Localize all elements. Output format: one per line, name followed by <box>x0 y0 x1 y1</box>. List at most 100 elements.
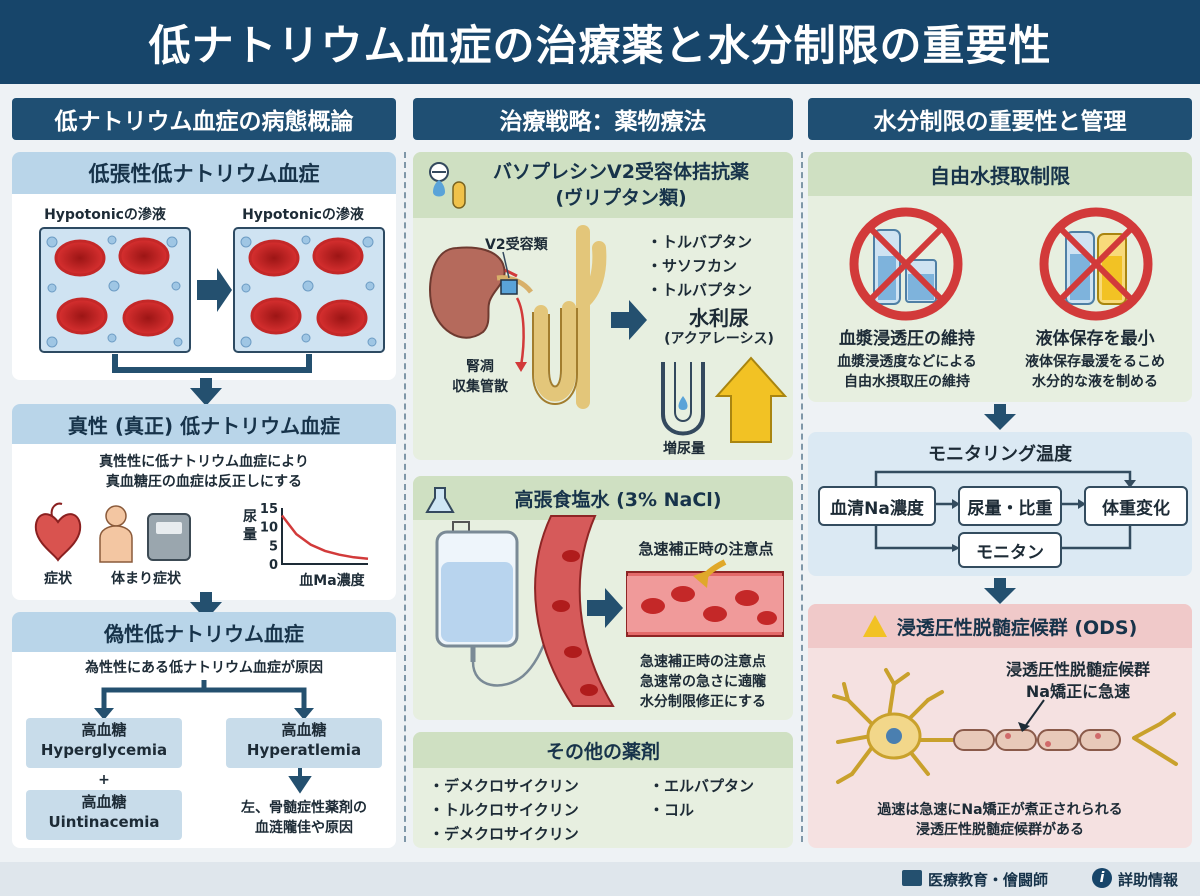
restriction-title: 自由水摂取制限 <box>808 152 1192 196</box>
column-separator <box>404 152 406 842</box>
saline-title: 高張食塩水 (3% NaCl) <box>514 488 722 511</box>
other-drugs-list-1: デメクロサイクリン トルクロサイクリン デメクロサイクリン <box>429 774 579 846</box>
kidney-label-2: 収集管散 <box>452 379 508 395</box>
warning-icon <box>862 615 887 637</box>
saline-note-2: 急速常の急さに遖隴 <box>640 674 766 690</box>
monitoring-title: モニタリング温度 <box>928 444 1072 465</box>
chart-axis <box>281 508 368 565</box>
pseudo-title: 偽性低ナトリウム血症 <box>12 612 396 652</box>
urine-increase-label: 増尿量 <box>663 441 705 457</box>
vaptan-title-2: (ヴリプタン類) <box>555 187 687 209</box>
page-title: 低ナトリウム血症の治療薬と水分制限の重要性 <box>148 20 1052 70</box>
pseudo-note-2: 血涟隴佳や原因 <box>255 820 353 836</box>
down-arrow <box>190 378 222 406</box>
saline-note-3: 水分制限修正にする <box>639 694 767 710</box>
saline-panel: 高張食塩水 (3% NaCl) <box>413 476 793 720</box>
monitor-box: モニタン <box>958 532 1062 568</box>
plasma-desc-1: 血漿浸透度などによる <box>837 354 977 370</box>
symptom-icons <box>34 502 191 563</box>
saline-illustration <box>425 487 784 707</box>
down-arrow <box>984 404 1016 430</box>
ods-label-1: 浸透圧性脱髄症候群 <box>1005 660 1150 679</box>
pseudo-desc: 為性性にある低ナトリウム血症が原因 <box>85 660 323 676</box>
urine-chart: 15 10 5 0 <box>260 502 369 573</box>
graduation-cap-icon <box>902 870 922 886</box>
drug-item: トルバプタン <box>647 230 752 254</box>
ods-header: 浸透圧性脱髄症候群 (ODS) <box>808 604 1192 648</box>
column-separator <box>801 152 803 842</box>
iv-bag-icon <box>435 521 553 687</box>
chart-tick-label: 10 <box>260 521 278 536</box>
vaptan-drug-list: トルバプタン サソフカン トルバプタン <box>647 230 752 302</box>
saline-note-1: 急速補正時の注意点 <box>640 654 766 670</box>
hypotonic-label-a: Hypotonicの滲液 <box>44 207 166 223</box>
drug-item: サソフカン <box>647 254 752 278</box>
kidney-label-1: 腎凋 <box>466 359 494 375</box>
cell-illustration <box>39 227 385 373</box>
pill-icon <box>429 162 466 209</box>
scale-icon <box>147 513 191 561</box>
drug-item: コル <box>649 798 754 822</box>
box2-line1: 高血糖 <box>81 793 127 811</box>
plasma-desc-2: 自由水摂取圧の維持 <box>844 374 970 390</box>
water-restriction-panel: 自由水摂取制限 血漿浸透圧の維持 血漿浸透度などによる 自由水摂取圧の維持 液体… <box>808 152 1192 402</box>
flask-icon <box>425 487 455 513</box>
aquaresis-subtitle: (アクアレーシス) <box>664 331 774 347</box>
hypotonic-panel: 低張性低ナトリウム血症 Hypotonicの滲液 Hypotonicの滲液 <box>12 152 396 380</box>
info-icon[interactable]: i <box>1092 868 1112 888</box>
fluid-retention-title: 液体保存を最小 <box>1035 329 1155 349</box>
true-desc-1: 真性性に低ナトリウム血症により <box>99 454 309 470</box>
footer-info-link[interactable]: 詳助情報 <box>1118 871 1179 889</box>
ods-desc-2: 浸透圧性脱髄症候群がある <box>916 822 1084 838</box>
hyperatlemia-box: 高血糖 Hyperatlemia <box>226 718 382 768</box>
blood-vessel <box>534 515 615 707</box>
column-header-left: 低ナトリウム血症の病態概論 <box>12 98 396 140</box>
vaptan-title-1: バソプレシンV2受容体拮抗薬 <box>493 161 749 183</box>
uintinacemia-box: 高血糖 Uintinacemia <box>26 790 182 840</box>
footer-brand: 医療教育・儈闘師 <box>928 871 1049 889</box>
monitoring-flow <box>874 470 1136 552</box>
hypotonic-title: 低張性低ナトリウム血症 <box>12 152 396 194</box>
chart-tick-label: 15 <box>260 502 278 517</box>
column-header-right: 水分制限の重要性と管理 <box>808 98 1192 140</box>
person-icon <box>99 505 133 563</box>
box2-line2: Uintinacemia <box>48 813 160 831</box>
caution-title: 急速補正時の注意点 <box>638 540 774 558</box>
plus-sign: + <box>98 772 110 788</box>
neuron-illustration <box>832 668 1178 784</box>
monitoring-panel: モニタリング温度 血清Na濃度 尿量・比重 体重変化 モニタン <box>808 432 1192 576</box>
pseudo-flow <box>94 680 314 794</box>
box3-line1: 高血糖 <box>281 721 327 739</box>
drug-item: エルバプタン <box>649 774 754 798</box>
other-drugs-panel: その他の薬剤 デメクロサイクリン トルクロサイクリン デメクロサイクリン エルバ… <box>413 732 793 848</box>
serum-na-box: 血清Na濃度 <box>818 486 936 526</box>
vaptan-illustration <box>429 162 788 443</box>
hypotonic-label-b: Hypotonicの滲液 <box>242 207 364 223</box>
other-drugs-title: その他の薬剤 <box>413 732 793 768</box>
ods-label-2: Na矯正に急速 <box>1025 682 1131 701</box>
symptom-label-1: 症状 <box>44 571 72 587</box>
drug-item: トルクロサイクリン <box>429 798 579 822</box>
saline-header: 高張食塩水 (3% NaCl) <box>413 476 793 520</box>
urine-volume-box: 尿量・比重 <box>958 486 1062 526</box>
true-hyponatremia-title: 真性 (真正) 低ナトリウム血症 <box>12 404 396 444</box>
hyperglycemia-box: 高血糖 Hyperglycemia <box>26 718 182 768</box>
vaptan-header: バソプレシンV2受容体拮抗薬 (ヴリプタン類) <box>413 152 793 218</box>
chart-tick-label: 5 <box>269 539 278 554</box>
true-desc-2: 真血糖圧の血症は反正しにする <box>105 474 303 490</box>
vessel-segment <box>626 559 784 637</box>
chart-series-line <box>281 514 369 561</box>
pseudo-note-1: 左、骨髄症性薬剤の <box>241 800 367 816</box>
drug-item: デメクロサイクリン <box>429 822 579 846</box>
box3-line2: Hyperatlemia <box>246 741 362 759</box>
drug-item: トルバプタン <box>647 278 752 302</box>
symptom-label-2: 体まり症状 <box>111 571 181 587</box>
chart-xlabel: 血Ma濃度 <box>299 573 365 589</box>
chart-ylabel: 尿量 <box>243 509 257 543</box>
plasma-osmolality-title: 血漿浸透圧の維持 <box>839 329 975 349</box>
true-hyponatremia-panel: 真性 (真正) 低ナトリウム血症 真性性に低ナトリウム血症により 真血糖圧の血症… <box>12 404 396 600</box>
aquaresis-title: 水利尿 <box>689 306 749 330</box>
chart-tick-label: 0 <box>269 558 278 573</box>
weight-change-box: 体重変化 <box>1084 486 1188 526</box>
other-drugs-list-2: エルバプタン コル <box>649 774 754 822</box>
